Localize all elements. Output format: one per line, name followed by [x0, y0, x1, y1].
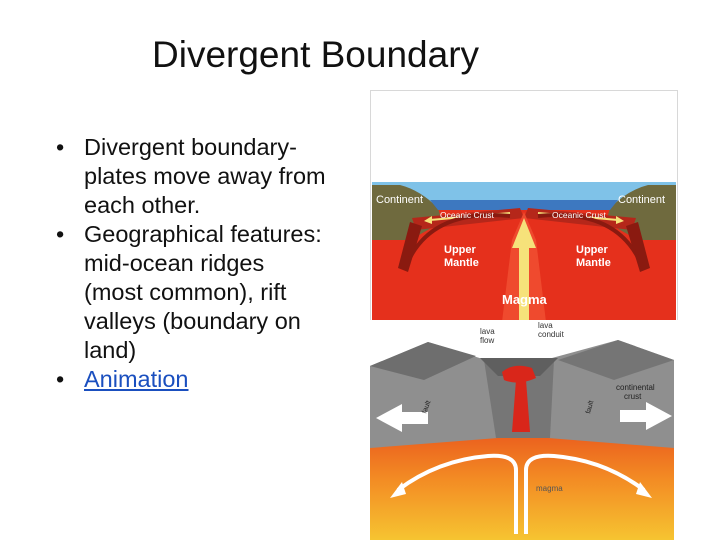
magma-label: magma [536, 484, 563, 493]
fault-left-label: fault [421, 400, 432, 415]
upper-mantle-left-label: Mantle [444, 257, 479, 269]
convection-arrow-left [404, 213, 511, 267]
bullet-line: land) [84, 337, 137, 363]
bullet-list: • Divergent boundary- plates move away f… [56, 133, 356, 394]
bullet-line: plates move away from [84, 163, 326, 189]
slab-right [626, 222, 650, 272]
ocean [430, 200, 618, 210]
lava-flow-label: lava [480, 327, 495, 336]
lava-conduit-label: conduit [538, 330, 565, 339]
bullet-line: mid-ocean ridges [84, 250, 265, 276]
convection-arrow-right [537, 213, 644, 267]
continental-crust-label: continental [616, 383, 655, 392]
convection-arrowhead-left [390, 482, 406, 498]
continent-left-label: Continent [376, 194, 423, 206]
continental-crust-label: crust [624, 392, 642, 401]
rift-valley-block-diagram: lava flow lava conduit continental crust… [368, 320, 680, 540]
plate-arrow-right [620, 402, 672, 430]
magma-arrow [512, 218, 536, 322]
plate-arrow-left [376, 404, 428, 432]
bullet-line: Divergent boundary- [84, 134, 297, 160]
upper-mantle-right-label: Mantle [576, 257, 611, 269]
bullet-item-features: • Geographical features: mid-ocean ridge… [56, 220, 356, 365]
divergent-cross-section-diagram: Continent Continent Oceanic Crust Oceani… [370, 90, 678, 322]
convection-arrowhead-right [636, 482, 652, 498]
bullet-line: each other. [84, 192, 201, 218]
bullet-marker: • [56, 134, 65, 160]
slab-left [398, 222, 422, 272]
crust-arrowhead-right [616, 216, 624, 224]
convection-arrow-right [524, 453, 646, 534]
bullet-line: (most common), rift [84, 279, 287, 305]
lava-conduit-label: lava [538, 321, 553, 330]
lava-flow [502, 365, 536, 383]
bullet-line: Geographical features: [84, 221, 322, 247]
bullet-line: valleys (boundary on [84, 308, 301, 334]
bullet-item-definition: • Divergent boundary- plates move away f… [56, 133, 356, 220]
fault-right-label: fault [585, 400, 595, 415]
magma-chamber [370, 419, 674, 540]
upper-mantle-left-label: Upper [444, 244, 477, 256]
slide-title: Divergent Boundary [152, 34, 480, 75]
bullet-marker: • [56, 221, 65, 247]
bullet-marker: • [56, 366, 65, 392]
magma-label: Magma [502, 292, 548, 307]
convection-arrow-left [396, 453, 518, 534]
animation-link[interactable]: Animation [84, 366, 189, 392]
lava-flow-label: flow [480, 336, 494, 345]
lava-conduit [512, 380, 530, 432]
oceanic-crust-right-label: Oceanic Crust [552, 210, 606, 220]
crust-arrowhead-left [424, 216, 432, 224]
crust-block-right-top [558, 340, 674, 380]
crust-block-left-top [370, 342, 476, 380]
bullet-item-animation: • Animation [56, 365, 356, 394]
upper-mantle-right-label: Upper [576, 244, 609, 256]
continent-right-label: Continent [618, 194, 665, 206]
oceanic-crust-left-label: Oceanic Crust [440, 210, 494, 220]
